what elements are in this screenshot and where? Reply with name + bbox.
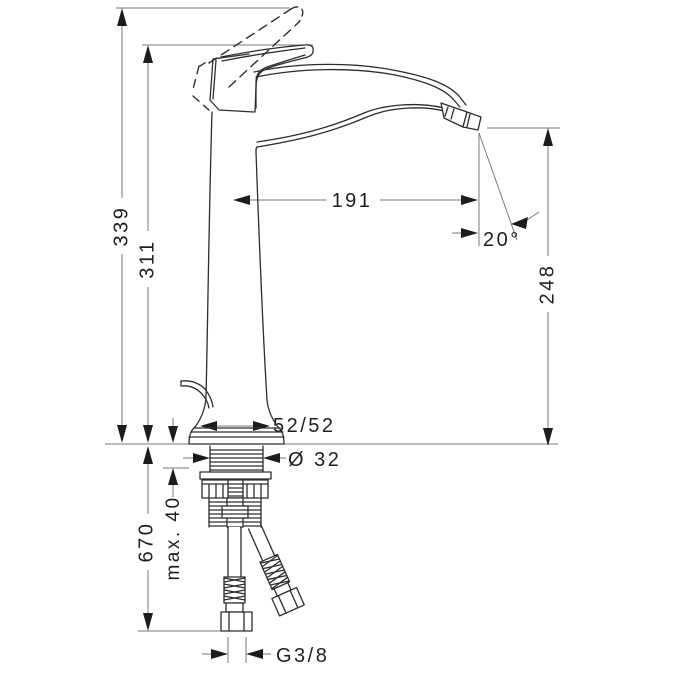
arrow-right-icon — [193, 453, 210, 463]
arrow-down-icon — [143, 613, 153, 631]
arrow-up-icon — [168, 468, 178, 485]
dim-label-339: 339 — [110, 206, 132, 247]
arrow-down-icon — [168, 426, 178, 443]
arrow-right-icon — [461, 195, 478, 205]
dim-label-670: 670 — [135, 522, 157, 563]
washer — [199, 471, 272, 480]
arrow-up-icon — [143, 45, 153, 63]
dim-label-max40: max. 40 — [163, 495, 184, 580]
arrow-right-icon — [253, 421, 270, 431]
base-escutcheon-outline — [188, 426, 285, 445]
arrow-right-icon — [461, 228, 478, 238]
dimension-overall-height: 339 — [110, 8, 132, 443]
dim-label-311: 311 — [136, 239, 158, 278]
dimension-spout-height: 248 — [536, 128, 558, 446]
arrow-up-icon — [543, 128, 553, 146]
arrow-down-icon — [543, 428, 553, 446]
mounting-shank-outline — [199, 445, 272, 528]
spout-and-body-outline — [194, 63, 467, 428]
hose-nut — [271, 586, 305, 617]
supply-hose-left — [220, 526, 253, 632]
aerator-outline — [440, 102, 482, 131]
popup-rod-outline — [180, 380, 214, 409]
dim-label-191: 191 — [332, 190, 373, 212]
arrow-left-icon — [246, 649, 263, 659]
handle-raised-dashed-outline — [191, 6, 304, 111]
dim-label-248: 248 — [536, 264, 558, 305]
arrow-up-icon — [143, 446, 153, 464]
dim-label-dia32: Ø 32 — [288, 449, 341, 471]
hose-nut — [220, 611, 253, 632]
arrow-left-icon — [200, 421, 217, 431]
dimension-base-size: 52/52 — [200, 415, 336, 437]
dimension-height-to-handle: 311 — [136, 45, 158, 443]
arrow-left-icon — [263, 453, 280, 463]
dimension-hose-length: 670 — [135, 446, 157, 631]
dimension-shank-diameter: Ø 32 — [183, 449, 341, 471]
arrow-left-icon — [233, 195, 250, 205]
handle-outline — [209, 44, 314, 113]
rod-clevis — [221, 505, 249, 519]
faucet-artwork — [180, 6, 482, 632]
dimension-max-mounting-depth: max. 40 — [163, 418, 184, 581]
supply-hose-right — [247, 523, 305, 617]
arrow-right-icon — [211, 649, 228, 659]
arrow-slant-icon — [511, 217, 528, 229]
arrow-down-icon — [143, 425, 153, 443]
dim-label-52-52: 52/52 — [273, 415, 336, 437]
dimension-spout-angle: 20° — [452, 132, 540, 251]
arrow-up-icon — [117, 8, 127, 26]
dim-label-20deg: 20° — [483, 229, 521, 251]
dimension-spout-reach: 191 — [233, 190, 478, 212]
reference-lines — [105, 7, 560, 663]
dimension-connection-thread: G3/8 — [202, 645, 329, 667]
dim-label-g38: G3/8 — [276, 645, 329, 667]
arrow-down-icon — [117, 425, 127, 443]
